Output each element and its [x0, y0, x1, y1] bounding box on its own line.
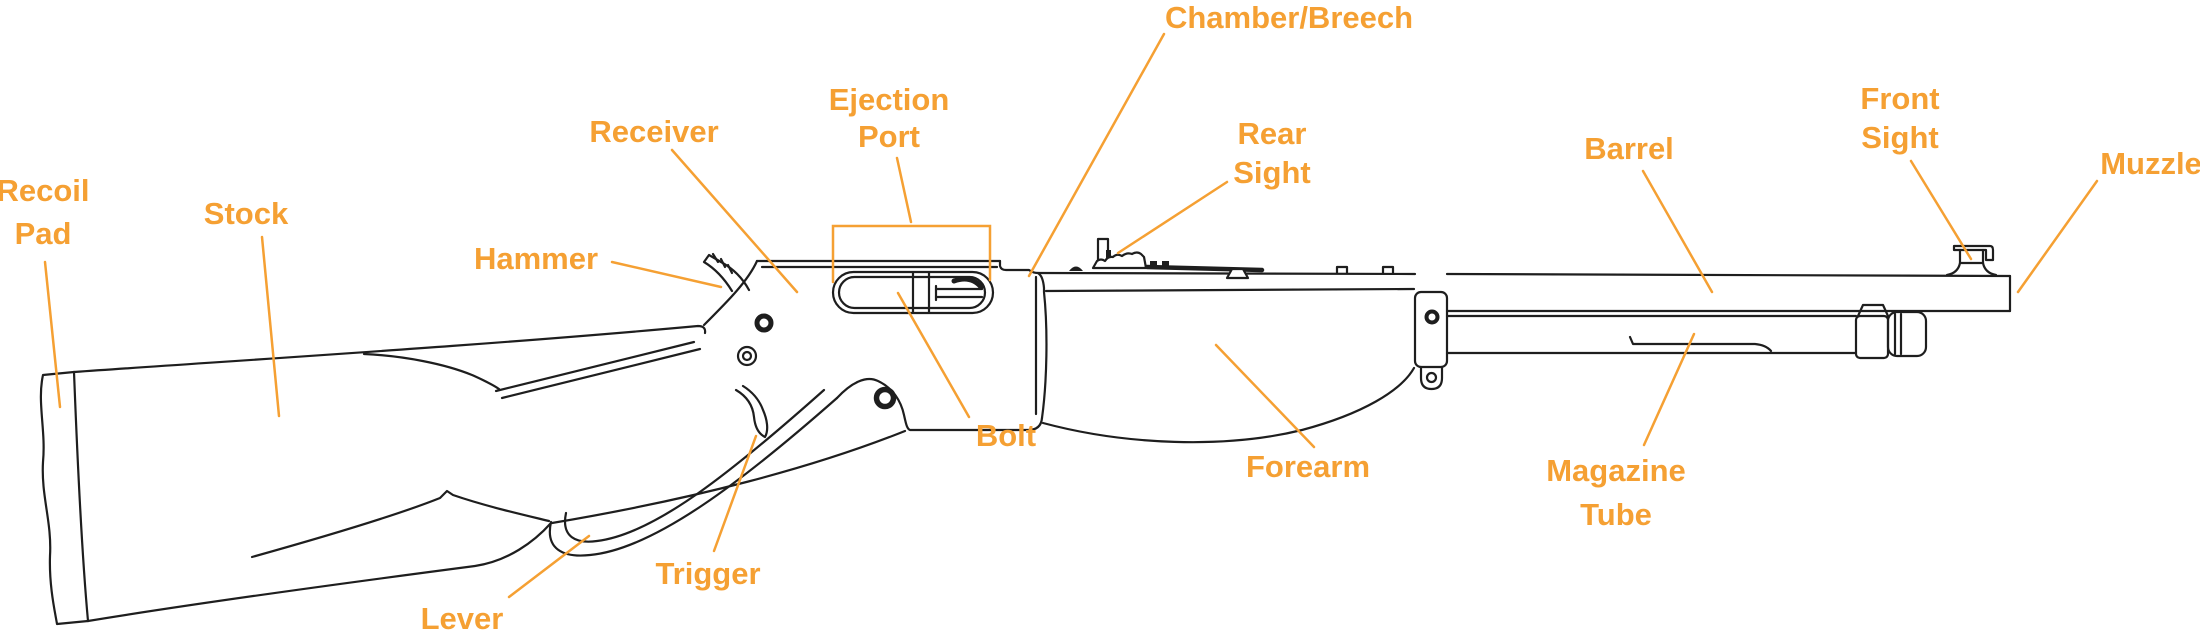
label-recoil-pad-line2: Pad — [15, 216, 72, 251]
label-rear-sight-line2: Sight — [1233, 155, 1311, 190]
label-front-sight: Front Sight — [1860, 81, 1939, 155]
leader-chamber-breech — [1027, 32, 1166, 278]
label-chamber-breech: Chamber/Breech — [1165, 0, 1413, 35]
label-magazine-tube: Magazine Tube — [1546, 453, 1686, 532]
label-ejection-port-line1: Ejection — [829, 82, 950, 117]
label-barrel-line1: Barrel — [1584, 131, 1674, 166]
leader-ejection-port — [895, 156, 913, 224]
magazine-tube-drawing — [1445, 303, 1928, 360]
label-stock-line1: Stock — [204, 196, 289, 231]
label-stock: Stock — [204, 196, 289, 231]
leader-barrel — [1641, 169, 1714, 294]
barrel-drawing — [1335, 265, 2012, 313]
leader-muzzle — [2016, 179, 2099, 294]
label-rear-sight-line1: Rear — [1238, 116, 1307, 151]
label-trigger-line1: Trigger — [655, 556, 760, 591]
recoil-pad-drawing — [39, 370, 90, 626]
label-chamber-breech-line1: Chamber/Breech — [1165, 0, 1413, 35]
label-bolt-line1: Bolt — [976, 418, 1036, 453]
label-hammer: Hammer — [474, 241, 598, 276]
label-hammer-line1: Hammer — [474, 241, 598, 276]
trigger-drawing — [734, 384, 769, 439]
label-receiver-line1: Receiver — [589, 114, 718, 149]
label-bolt: Bolt — [976, 418, 1036, 453]
front-sight-drawing — [1945, 244, 1998, 277]
label-trigger: Trigger — [655, 556, 760, 591]
label-lever-line1: Lever — [421, 601, 504, 633]
leader-forearm — [1214, 343, 1316, 449]
label-forearm: Forearm — [1246, 449, 1370, 484]
label-receiver: Receiver — [589, 114, 718, 149]
lever-drawing — [494, 340, 839, 557]
label-front-sight-line1: Front — [1860, 81, 1939, 116]
leader-rear-sight — [1116, 180, 1229, 255]
rifle-line-art — [39, 237, 2012, 626]
leader-front-sight — [1909, 159, 1973, 261]
label-forearm-line1: Forearm — [1246, 449, 1370, 484]
hammer-drawing — [702, 252, 751, 293]
leader-lines — [43, 32, 2099, 599]
label-ejection-port-line2: Port — [858, 119, 920, 154]
leader-lever — [507, 534, 591, 599]
label-recoil-pad-line1: Recoil — [0, 173, 90, 208]
label-magazine-tube-line2: Tube — [1580, 497, 1652, 532]
label-magazine-tube-line1: Magazine — [1546, 453, 1686, 488]
label-muzzle: Muzzle — [2100, 146, 2200, 181]
label-rear-sight: Rear Sight — [1233, 116, 1311, 190]
label-ejection-port: Ejection Port — [829, 82, 950, 154]
ejection-port-drawing — [831, 270, 995, 315]
leader-trigger — [712, 434, 758, 553]
label-barrel: Barrel — [1584, 131, 1674, 166]
label-muzzle-line1: Muzzle — [2100, 146, 2200, 181]
rear-sight-drawing — [1069, 237, 1265, 280]
receiver-drawing — [702, 259, 1417, 432]
forearm-drawing — [1041, 287, 1449, 444]
leader-hammer — [610, 260, 723, 289]
leader-receiver — [670, 148, 799, 294]
bracket-ejection-port — [831, 224, 992, 284]
label-recoil-pad: Recoil Pad — [0, 173, 90, 251]
stock-drawing — [72, 324, 907, 623]
label-front-sight-line2: Sight — [1861, 120, 1939, 155]
leader-bolt — [896, 291, 971, 419]
label-lever: Lever — [421, 601, 504, 633]
leader-magazine-tube — [1642, 332, 1696, 447]
leader-recoil-pad — [43, 260, 62, 409]
leader-stock — [260, 235, 281, 418]
